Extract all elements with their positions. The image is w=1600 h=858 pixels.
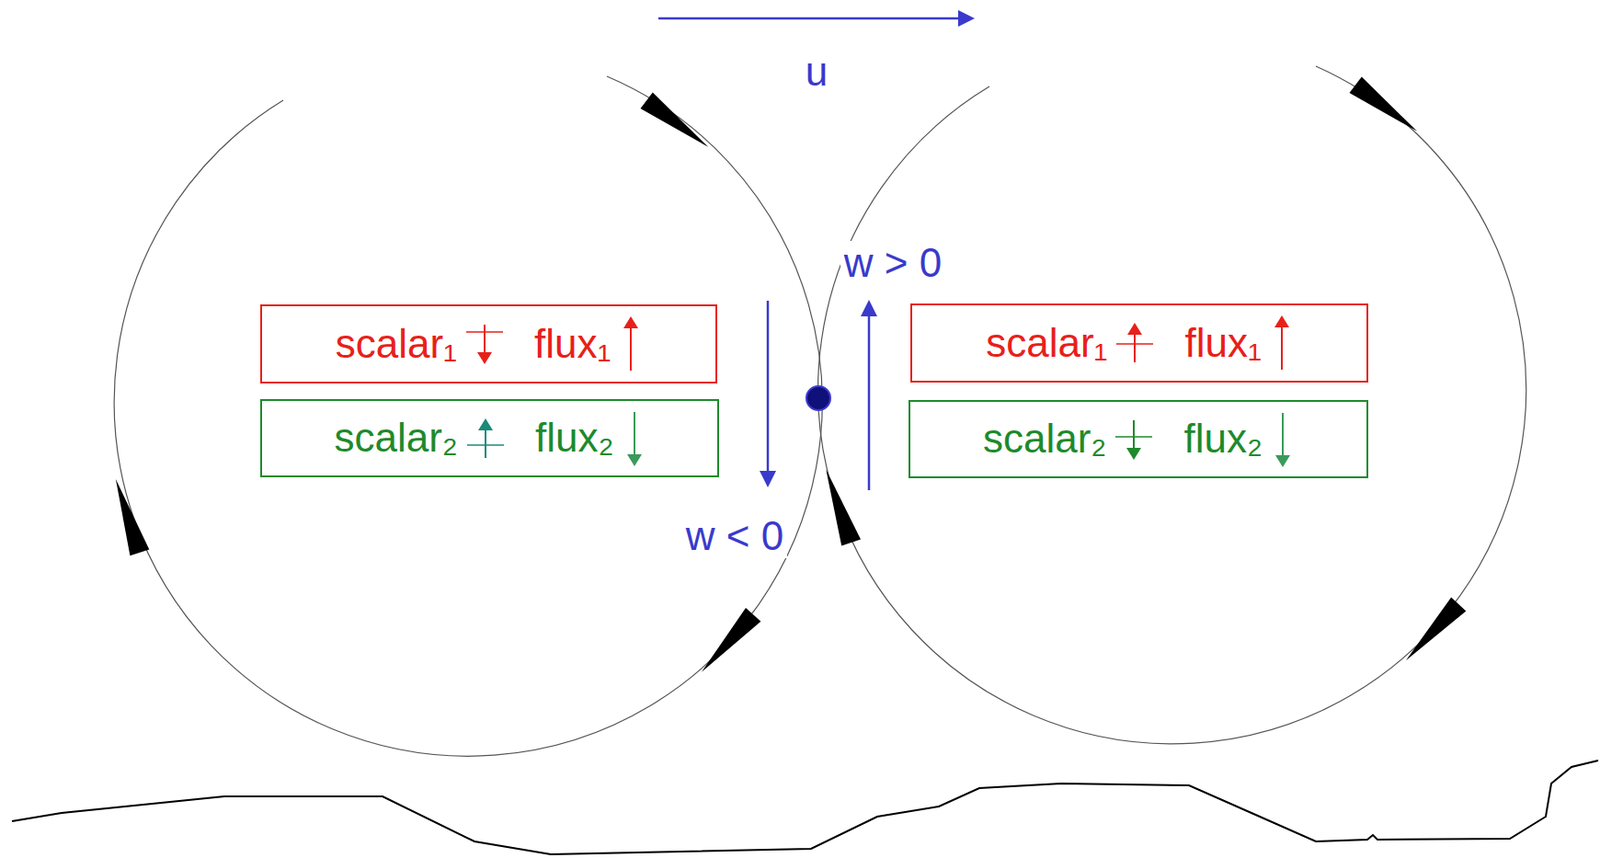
flux-label: flux₁ xyxy=(534,321,611,366)
rotation-arrowhead xyxy=(1349,77,1418,132)
flux-label: flux₂ xyxy=(1183,416,1263,461)
downdraft-arrow xyxy=(766,300,770,474)
rotation-arrowhead xyxy=(1405,596,1466,661)
scalar-flux-box: scalar₁ flux₁ xyxy=(910,303,1369,383)
rotation-arrowhead xyxy=(640,92,709,148)
vertical-velocity-label: w > 0 xyxy=(840,240,946,286)
rotation-arrowheads xyxy=(115,77,1466,673)
scalar-label: scalar₁ xyxy=(985,320,1108,366)
vertical-velocity-label: w < 0 xyxy=(682,514,788,559)
scalar-label: scalar₂ xyxy=(982,416,1107,461)
flux-direction-arrow xyxy=(1271,411,1294,469)
flux-label: flux₂ xyxy=(535,415,615,460)
scalar-label: scalar₂ xyxy=(333,415,458,460)
updraft-arrowhead xyxy=(860,299,878,317)
scalar-change-arrow xyxy=(467,417,504,460)
rotation-arrowhead xyxy=(825,469,861,547)
updraft-arrow xyxy=(868,314,871,491)
measurement-point xyxy=(806,386,831,411)
downdraft-arrowhead xyxy=(759,470,777,488)
flux-direction-arrow xyxy=(619,315,642,373)
scalar-change-arrow xyxy=(1115,418,1153,461)
scalar-flux-box: scalar₁ flux₁ xyxy=(260,304,718,384)
flux-label: flux₁ xyxy=(1184,320,1261,366)
mean-wind-arrow xyxy=(658,17,961,21)
right-eddy-circle xyxy=(818,66,1527,744)
rotation-arrowhead xyxy=(115,479,149,556)
left-eddy-circle xyxy=(114,76,823,756)
scalar-change-arrow xyxy=(466,322,503,366)
scalar-change-arrow xyxy=(1116,321,1154,365)
rotation-arrowhead xyxy=(701,607,761,673)
flux-direction-arrow xyxy=(1270,314,1293,372)
scalar-flux-box: scalar₂ flux₂ xyxy=(908,400,1369,479)
mean-wind-arrowhead xyxy=(958,10,975,27)
ground-surface xyxy=(11,760,1599,855)
scalar-flux-box: scalar₂ flux₂ xyxy=(260,399,720,478)
scalar-label: scalar₁ xyxy=(335,321,458,366)
flux-direction-arrow xyxy=(623,410,646,468)
mean-wind-label: u xyxy=(801,49,832,94)
